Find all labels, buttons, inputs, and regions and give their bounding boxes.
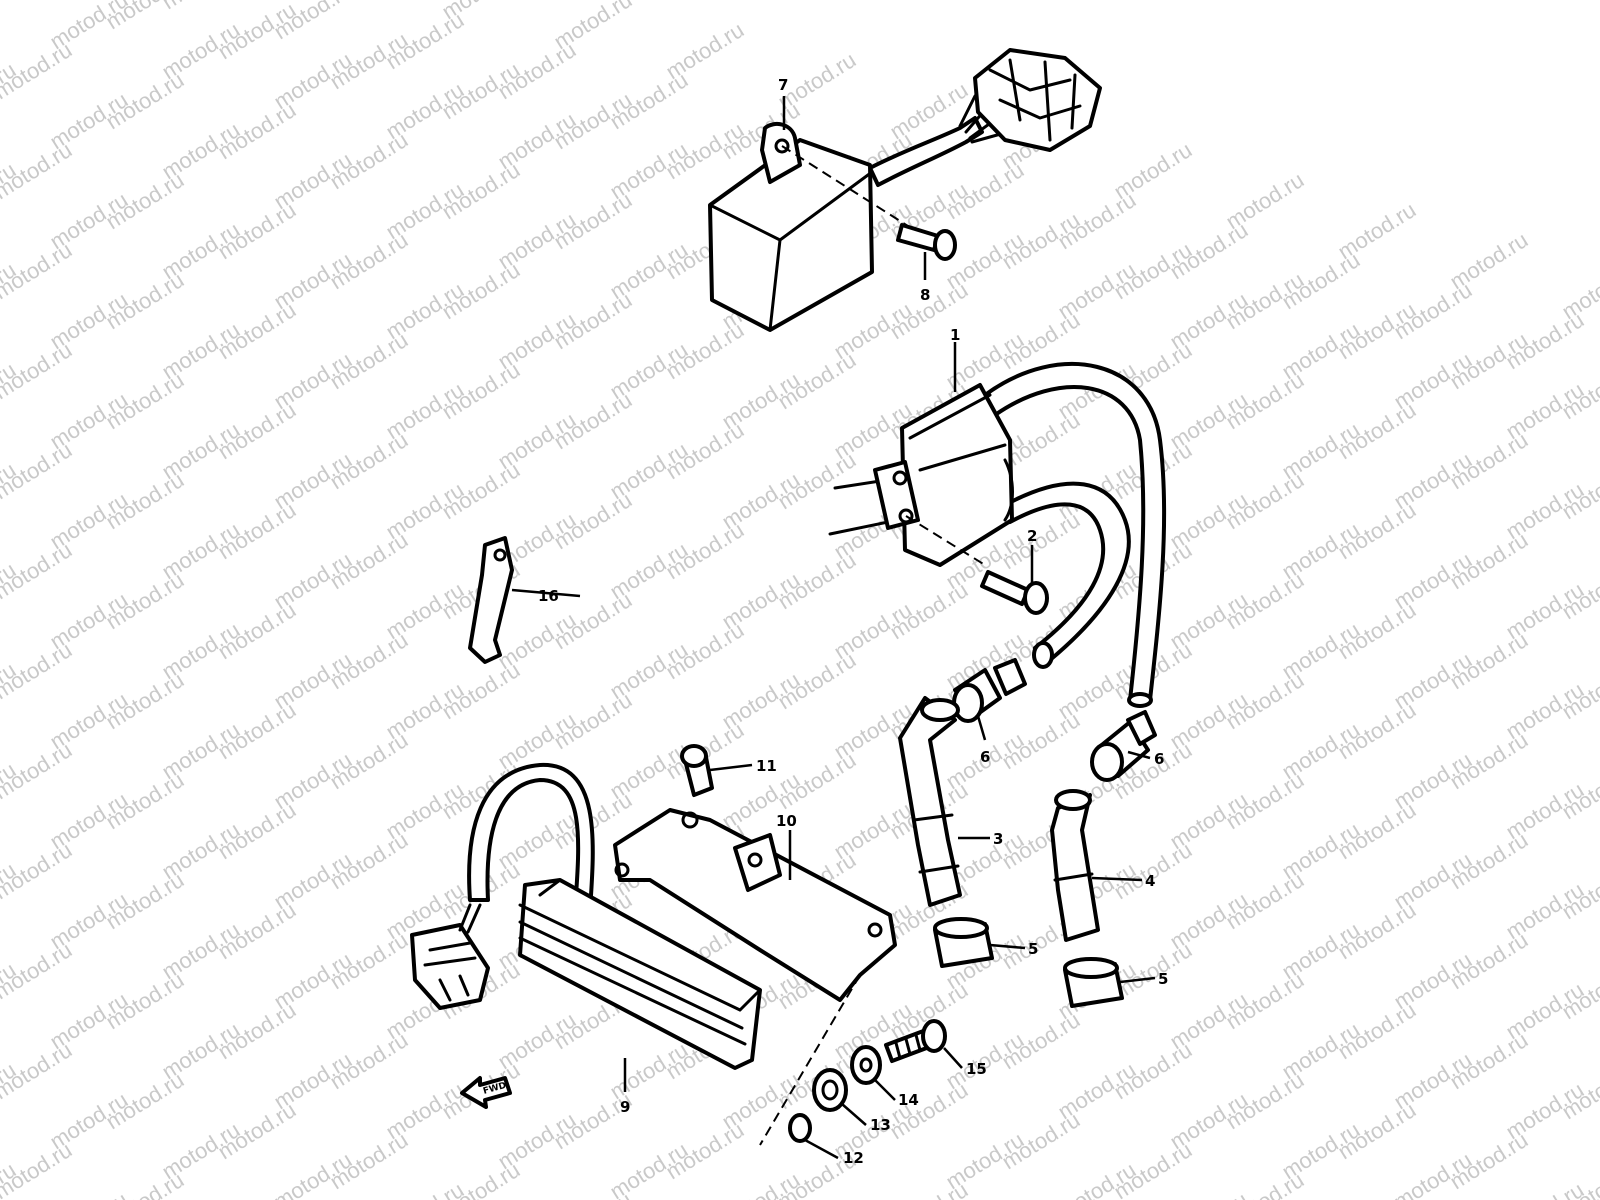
callout-16: 16 bbox=[538, 587, 559, 605]
callout-3: 3 bbox=[993, 830, 1003, 848]
bolt-2 bbox=[980, 570, 1049, 615]
watermark-text: motod.ru bbox=[381, 1177, 468, 1200]
watermark-text: motod.ru bbox=[549, 1187, 636, 1200]
seal-5-left bbox=[933, 917, 994, 968]
callout-15: 15 bbox=[966, 1060, 987, 1078]
bracket-10 bbox=[613, 808, 897, 1146]
callout-13: 13 bbox=[870, 1116, 891, 1134]
callout-11: 11 bbox=[756, 757, 777, 775]
bolt-8 bbox=[896, 223, 957, 261]
callout-6-right: 6 bbox=[1154, 750, 1164, 768]
watermark-text: motod.ru bbox=[0, 0, 76, 4]
forward-arrow-icon: FWD bbox=[460, 1076, 512, 1109]
callout-6-left: 6 bbox=[980, 748, 990, 766]
callout-5-left: 5 bbox=[1028, 940, 1038, 958]
cdi-unit bbox=[708, 48, 1102, 332]
watermark-text: motod.ru bbox=[885, 1177, 972, 1200]
watermark-text: motod.ru bbox=[269, 1147, 356, 1200]
callout-4: 4 bbox=[1145, 872, 1155, 890]
grommet-13 bbox=[812, 1068, 848, 1112]
plug-cap-4 bbox=[1050, 789, 1100, 942]
plug-6-right bbox=[1090, 710, 1157, 782]
callout-10: 10 bbox=[776, 812, 797, 830]
watermark-text: motod.ru bbox=[1501, 1177, 1588, 1200]
regulator-rectifier bbox=[410, 762, 762, 1070]
watermark-text: motod.ru bbox=[45, 1187, 132, 1200]
clamp-16 bbox=[468, 536, 514, 664]
callout-14: 14 bbox=[898, 1091, 919, 1109]
callout-5-right: 5 bbox=[1158, 970, 1168, 988]
bolt-15 bbox=[884, 1019, 947, 1063]
plug-cap-3 bbox=[898, 696, 962, 907]
callout-8: 8 bbox=[920, 286, 930, 304]
collar-12 bbox=[788, 1113, 812, 1143]
callout-9: 9 bbox=[620, 1098, 630, 1116]
callout-leaders bbox=[511, 96, 1156, 1160]
callout-7: 7 bbox=[778, 76, 788, 94]
callout-12: 12 bbox=[843, 1149, 864, 1167]
callout-1: 1 bbox=[950, 326, 960, 344]
watermark-text: motod.ru bbox=[1165, 1187, 1252, 1200]
ignition-coil bbox=[828, 362, 1167, 708]
callout-2: 2 bbox=[1027, 527, 1037, 545]
watermark-text: motod.ru bbox=[157, 0, 244, 14]
washer-14 bbox=[850, 1045, 882, 1085]
bolt-11 bbox=[680, 744, 714, 797]
watermark-text: motod.ru bbox=[717, 1167, 804, 1200]
seal-5-right bbox=[1063, 957, 1124, 1008]
watermark-text: motod.ru bbox=[1389, 1147, 1476, 1200]
callout-labels: 1 2 3 4 5 5 6 6 7 8 9 10 11 12 13 14 15 … bbox=[538, 76, 1168, 1167]
